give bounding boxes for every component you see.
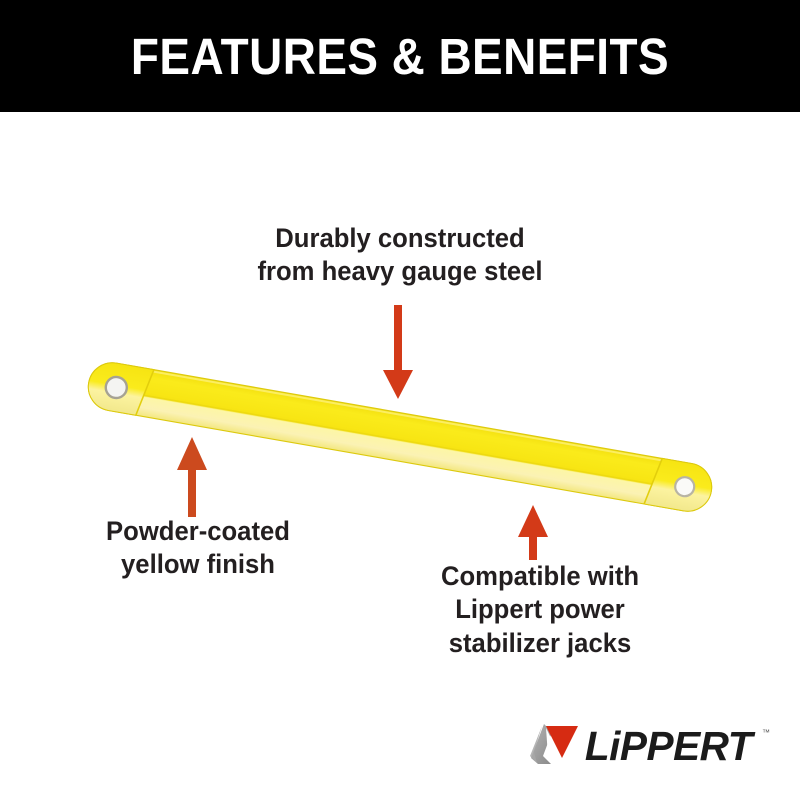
- callout-compatibility: Compatible with Lippert power stabilizer…: [407, 560, 673, 660]
- bar-left-hole: [104, 375, 128, 400]
- lippert-logo-mark: [530, 724, 578, 764]
- header-bar: FEATURES & BENEFITS: [0, 0, 800, 112]
- logo-mark-red-triangle: [546, 726, 578, 758]
- bar-right-seam: [643, 458, 663, 505]
- callout-finish: Powder-coated yellow finish: [65, 515, 331, 582]
- callout-compatibility-line-3: stabilizer jacks: [448, 627, 632, 658]
- arrow-down-shaft: [394, 305, 402, 380]
- arrow-up-right-shaft: [529, 528, 537, 560]
- callout-finish-line-1: Powder-coated: [106, 516, 290, 546]
- bar-crease: [131, 392, 684, 491]
- arrow-down-icon: [383, 305, 413, 399]
- callout-durability-line-1: Durably constructed: [275, 223, 525, 253]
- callout-durability: Durably constructed from heavy gauge ste…: [210, 222, 590, 289]
- arrow-up-left-icon: [177, 437, 207, 517]
- arrow-up-right-icon: [518, 505, 548, 560]
- bar-left-seam: [135, 369, 155, 416]
- page-title: FEATURES & BENEFITS: [130, 27, 670, 85]
- lippert-wordmark-text: LiPPERT: [584, 723, 753, 769]
- callout-compatibility-line-2: Lippert power: [455, 594, 625, 625]
- arrow-up-left-head: [177, 437, 207, 470]
- callout-durability-line-2: from heavy gauge steel: [257, 256, 543, 287]
- lippert-trademark: ™: [762, 728, 770, 737]
- lippert-wordmark: LiPPERT: [584, 723, 753, 769]
- steel-bar: [87, 362, 713, 512]
- arrow-up-right-head: [518, 505, 548, 537]
- arrow-up-left-shaft: [188, 460, 196, 517]
- arrow-down-head: [383, 370, 413, 399]
- bar-top-highlight: [117, 364, 700, 468]
- bar-right-hole: [674, 476, 696, 498]
- lippert-logo: LiPPERT ™: [528, 718, 770, 774]
- callout-finish-line-2: yellow finish: [121, 549, 275, 580]
- callout-compatibility-line-1: Compatible with: [440, 561, 640, 591]
- logo-mark-gray-inner: [530, 726, 542, 763]
- logo-mark-notch: [546, 728, 560, 756]
